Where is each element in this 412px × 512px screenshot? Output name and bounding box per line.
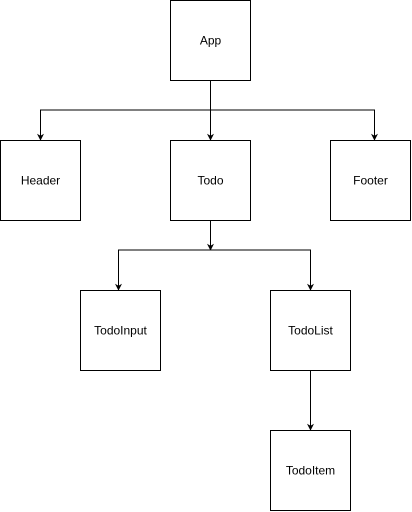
node-footer-label: Footer: [353, 174, 388, 188]
connector-app-footer: [210, 109, 378, 141]
node-todoitem-box: [270, 430, 351, 511]
node-app: App: [170, 0, 251, 81]
node-header-label: Header: [21, 174, 60, 188]
node-app-label: App: [200, 34, 222, 48]
connector-app-header: [37, 80, 211, 141]
node-todoinput-box: [80, 290, 161, 371]
node-header-box: [0, 140, 81, 221]
node-footer-box: [330, 140, 411, 221]
node-todoitem-label: TodoItem: [286, 464, 335, 478]
connector-todo-todolist: [210, 249, 314, 291]
node-todolist-box: [270, 290, 351, 371]
node-header: Header: [0, 140, 81, 221]
connectors: [37, 80, 378, 431]
node-todo: Todo: [170, 140, 251, 221]
node-todo-label: Todo: [197, 174, 223, 188]
node-todoinput-label: TodoInput: [94, 324, 147, 338]
node-todoinput: TodoInput: [80, 290, 161, 371]
node-todolist: TodoList: [270, 290, 351, 371]
node-todo-box: [170, 140, 251, 221]
node-todolist-label: TodoList: [288, 324, 333, 338]
node-todoitem: TodoItem: [270, 430, 351, 511]
node-footer: Footer: [330, 140, 411, 221]
node-app-box: [170, 0, 251, 81]
connector-todo-todoinput: [115, 249, 211, 291]
